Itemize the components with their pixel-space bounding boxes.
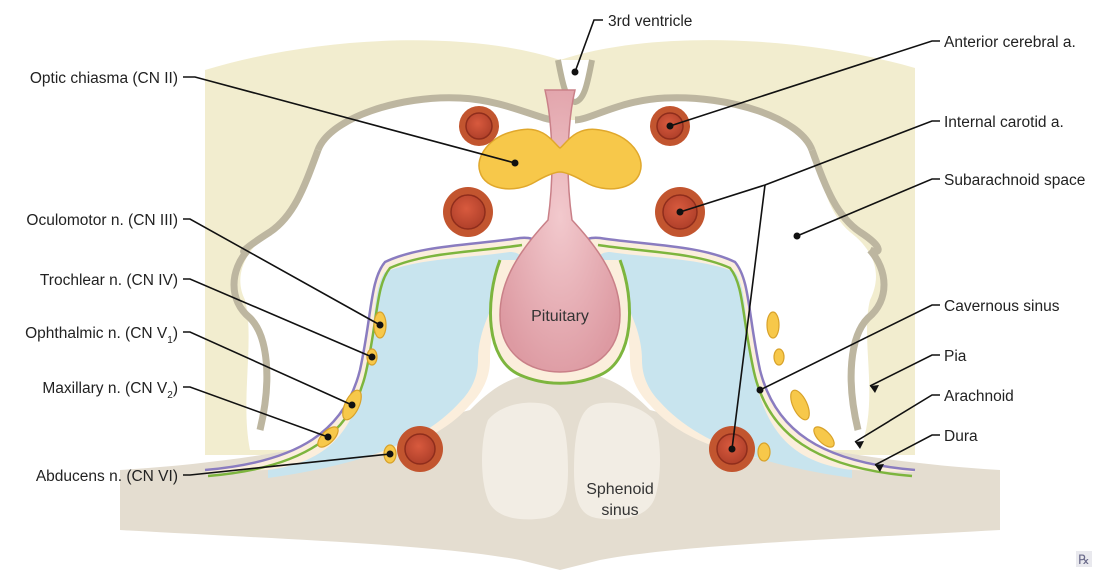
label-dura: Dura [944,428,978,445]
label-internal-carotid: Internal carotid a. [944,114,1064,131]
label-anterior-cerebral: Anterior cerebral a. [944,34,1076,51]
label-pia: Pia [944,348,967,365]
label-trochlear: Trochlear n. (CN IV) [40,272,178,289]
pituitary-label: Pituitary [531,308,589,325]
label-subarachnoid: Subarachnoid space [944,172,1085,189]
sphenoid-sinus-label-line1: Sphenoid [586,481,654,498]
label-oculomotor: Oculomotor n. (CN III) [26,212,178,229]
right-abducens-nerve [758,443,770,461]
sphenoid-sinus-label-line2: sinus [601,502,638,519]
right-trochlear-nerve [774,349,784,365]
label-abducens: Abducens n. (CN VI) [36,468,178,485]
label-optic-chiasma: Optic chiasma (CN II) [30,70,178,87]
left-internal-carotid-supraclinoid [443,187,493,237]
rx-logo: ℞ [1076,551,1092,568]
label-ophthalmic: Ophthalmic n. (CN V1) [25,325,178,346]
label-arachnoid: Arachnoid [944,388,1014,405]
label-third-ventricle: 3rd ventricle [608,13,692,30]
label-cavernous-sinus: Cavernous sinus [944,298,1060,315]
left-anterior-cerebral-artery [459,106,499,146]
right-oculomotor-nerve [767,312,779,338]
left-internal-carotid-cavernous [397,426,443,472]
svg-text:℞: ℞ [1078,553,1090,568]
label-maxillary: Maxillary n. (CN V2) [42,380,178,401]
